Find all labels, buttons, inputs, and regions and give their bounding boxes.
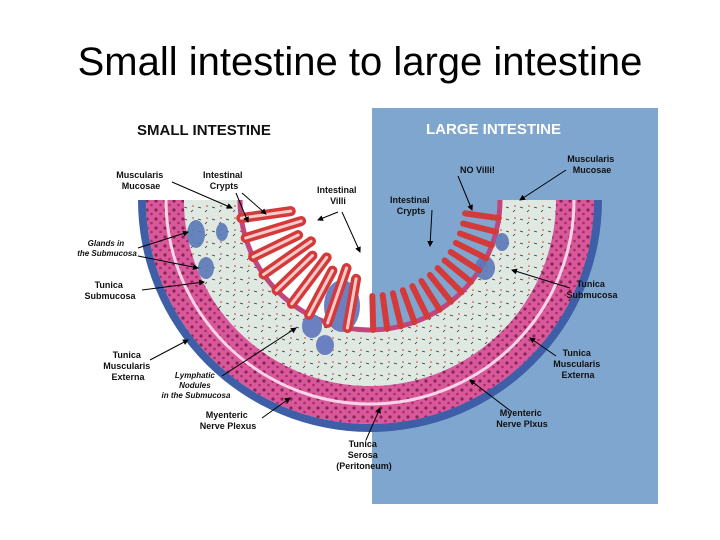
lymph-nodule	[302, 314, 322, 338]
gland-cluster	[216, 223, 228, 241]
small-intestine-heading: SMALL INTESTINE	[137, 122, 271, 139]
crypt	[456, 230, 495, 249]
villus-core	[251, 233, 300, 259]
arrow	[171, 181, 233, 209]
muscularis-texture	[146, 200, 594, 424]
crypt	[379, 292, 391, 332]
arrow	[137, 230, 189, 249]
arrow	[529, 337, 557, 357]
crypt	[441, 257, 475, 285]
villus-core	[290, 256, 329, 306]
large-intestine-crypts	[369, 210, 502, 333]
label-tunica-submucosa-left: Tunica Submucosa	[84, 280, 136, 301]
label-no-villi: NO Villi!	[460, 165, 495, 175]
arrow	[427, 209, 434, 247]
slide-title: Small intestine to large intestine	[77, 40, 643, 84]
crypt	[452, 239, 490, 262]
arrow	[317, 211, 339, 221]
submucosa-glands	[187, 220, 509, 280]
villus-core	[274, 254, 314, 292]
label-tunica-muscularis-left: Tunica Muscularis Externa	[103, 350, 153, 382]
label-intestinal-crypts-right: Intestinal Crypts	[390, 195, 432, 216]
arrow	[141, 279, 205, 291]
arrow	[469, 379, 513, 413]
large-intestine-heading: LARGE INTESTINE	[426, 121, 561, 138]
label-myenteric-right: Myenteric Nerve Plxus	[496, 408, 548, 429]
arrow	[519, 169, 567, 201]
muscle-split-line	[164, 199, 576, 406]
label-muscularis-mucosae-left: Muscularis Mucosae	[116, 170, 166, 191]
label-intestinal-crypts-left: Intestinal Crypts	[203, 170, 245, 191]
label-lymphatic-nodules: Lymphatic Nodules in the Submucosa	[162, 371, 231, 400]
label-muscularis-mucosae-right: Muscularis Mucosae	[567, 154, 617, 175]
label-tunica-muscularis-right: Tunica Muscularis Externa	[553, 348, 603, 380]
crypt	[409, 283, 431, 320]
label-intestinal-villi: Intestinal Villi	[317, 185, 359, 206]
arrow	[241, 192, 267, 215]
arrow	[365, 407, 381, 441]
crypt	[418, 278, 443, 313]
arrow	[511, 268, 571, 289]
arrow	[137, 255, 199, 270]
arrow	[221, 327, 297, 377]
arrow	[341, 211, 361, 253]
gland-cluster	[198, 257, 214, 279]
crypt	[447, 249, 483, 274]
leader-arrows	[137, 169, 571, 441]
crypt	[369, 292, 377, 333]
arrow	[261, 397, 291, 419]
crypt	[399, 287, 418, 326]
crypt	[462, 210, 502, 222]
label-tunica-serosa: Tunica Serosa (Peritoneum)	[336, 439, 392, 471]
label-glands-submucosa: Glands in the Submucosa	[77, 239, 137, 258]
gland-cluster	[475, 256, 495, 280]
gland-cluster	[187, 220, 205, 248]
villus-core	[262, 239, 313, 277]
crypt	[426, 272, 455, 305]
gland-cluster	[495, 233, 509, 251]
arrow	[457, 175, 473, 211]
submucosa-texture	[184, 200, 556, 386]
arrow	[235, 192, 249, 223]
villus-core	[244, 219, 303, 240]
lymph-nodule	[316, 335, 334, 355]
label-tunica-submucosa-right: Tunica Submucosa	[566, 279, 618, 300]
label-myenteric-left: Myenteric Nerve Plexus	[200, 410, 257, 431]
villus-core	[326, 266, 349, 325]
villus-core	[345, 277, 358, 330]
crypt	[460, 220, 500, 235]
crypt	[389, 290, 405, 330]
crypt	[434, 265, 465, 296]
villus-core	[307, 269, 334, 317]
intestinal-villi	[236, 206, 362, 334]
arrow	[149, 339, 189, 361]
